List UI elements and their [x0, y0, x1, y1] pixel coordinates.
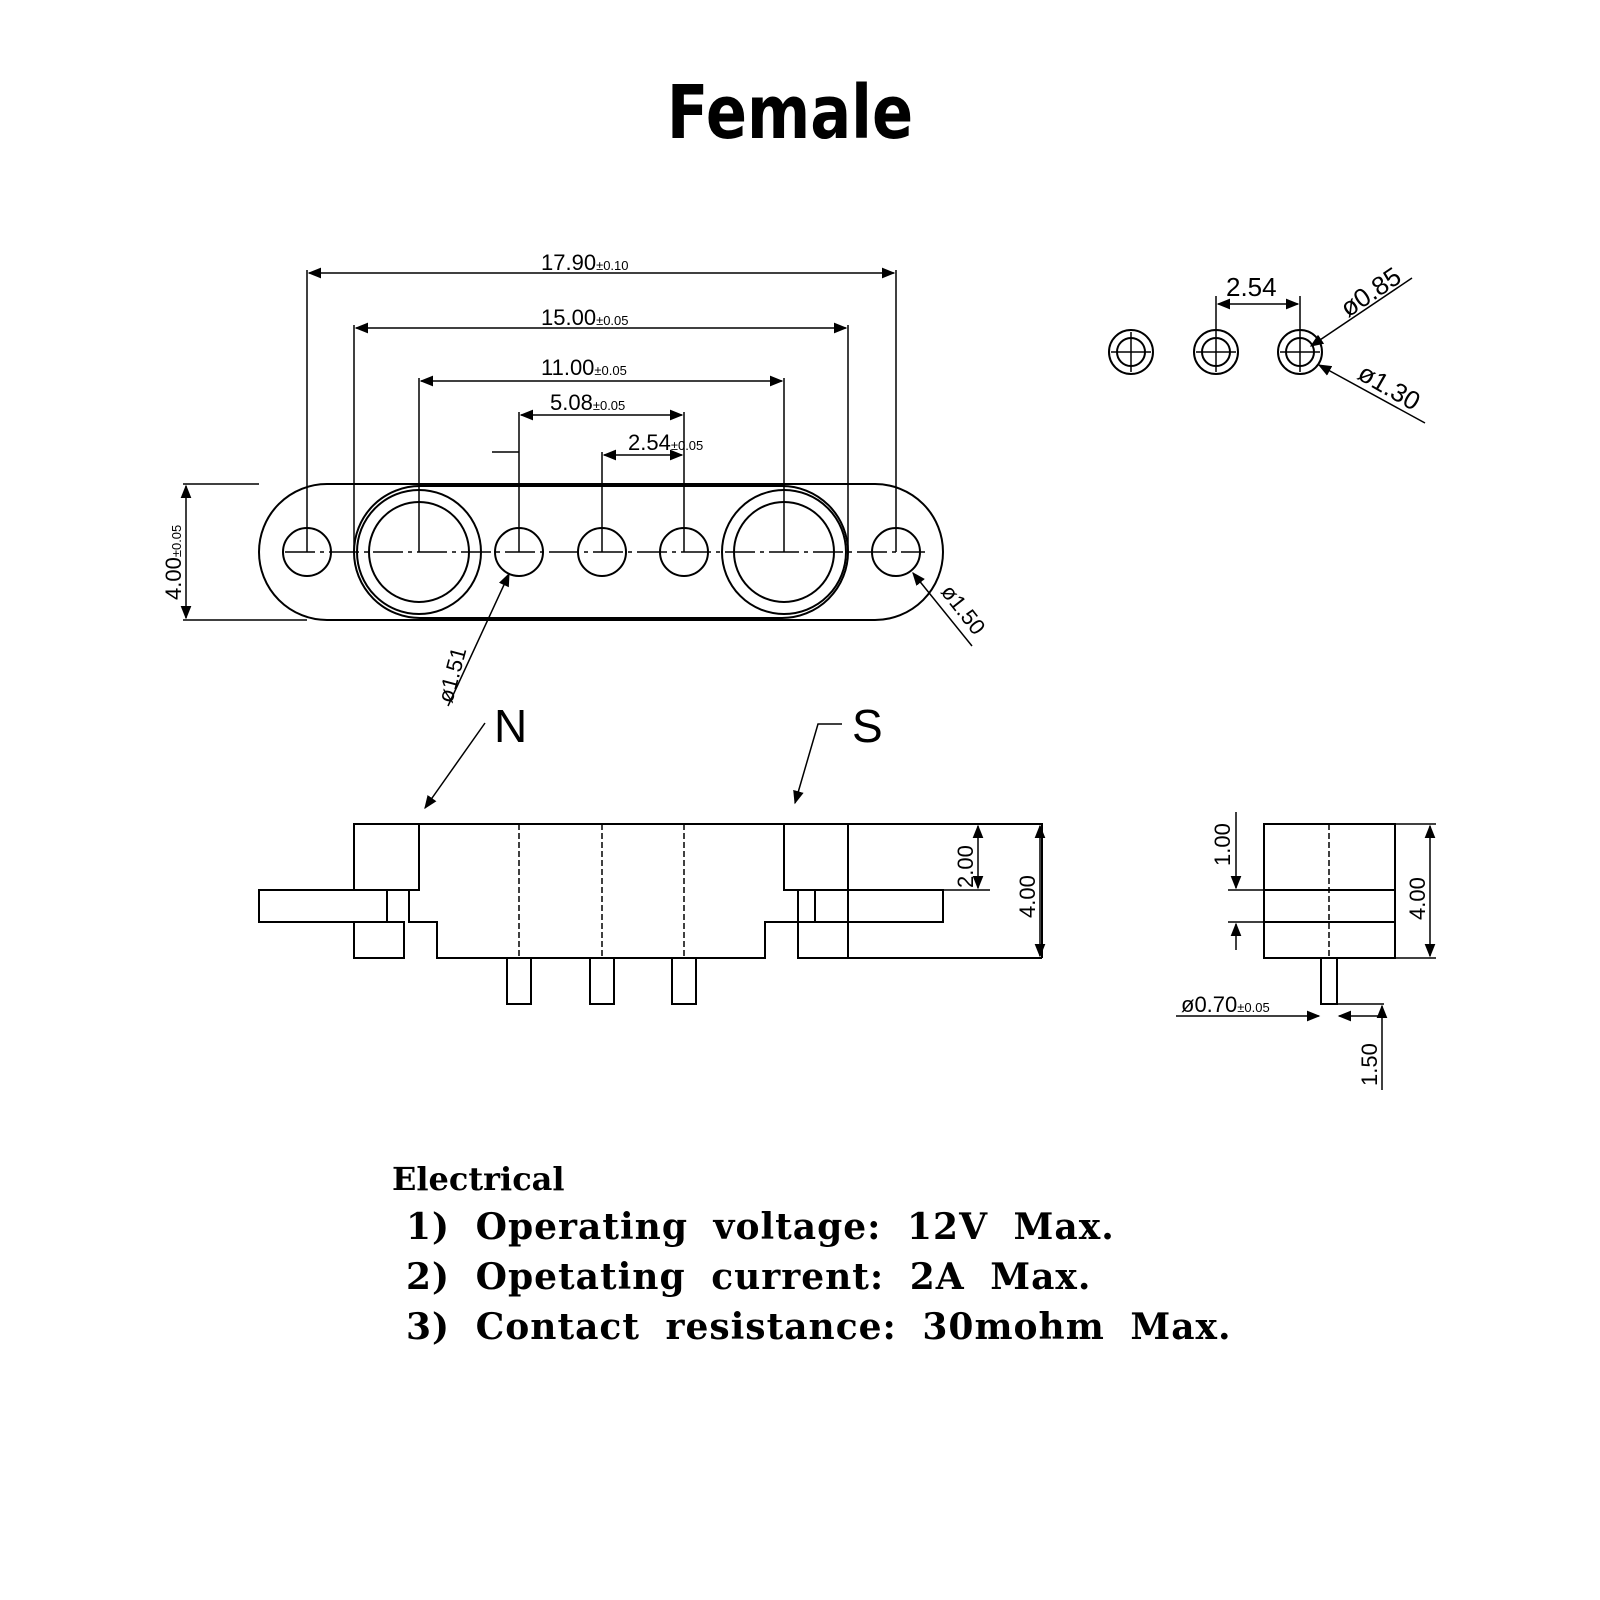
pin-span-dim-value: 5.08	[550, 390, 593, 415]
pcb-pitch-label: 2.54	[1226, 272, 1277, 302]
top-view	[180, 267, 973, 707]
pcb-hole-1	[1108, 329, 1154, 375]
spec-resistance: 3) Contact resistance: 30mohm Max.	[406, 1306, 1232, 1348]
top-view-labels: 17.90±0.10 15.00±0.05 11.00±0.05 5.08±0.…	[161, 250, 990, 705]
arrow-south	[793, 723, 842, 805]
pin-1	[506, 957, 532, 1005]
height-dim-tol: ±0.05	[169, 525, 184, 557]
right-block-bottom	[797, 921, 849, 959]
arrow-north	[424, 722, 486, 810]
spec-current: 2) Opetating current: 2A Max.	[406, 1256, 1092, 1298]
svg-text:4.00±0.05: 4.00±0.05	[161, 525, 186, 600]
pcb-hole-2	[1193, 329, 1239, 375]
end-height-dim-label: 4.00	[1405, 877, 1430, 920]
pcb-outer-dia-label: ø1.30	[1353, 357, 1426, 416]
leader-pin-hole	[447, 572, 510, 707]
end-view-labels: 1.00 4.00 ø0.70±0.05 1.50	[1181, 823, 1430, 1086]
side-height-dim-label: 4.00	[1015, 875, 1040, 918]
right-block-top	[783, 823, 849, 891]
pin-pitch-dim-tol: ±0.05	[671, 438, 703, 453]
side-view	[258, 722, 1046, 1005]
page-title: Female	[666, 70, 914, 156]
connector-body-outline	[258, 483, 944, 621]
end-pin	[1320, 957, 1338, 1005]
leader-inner-dia	[1309, 277, 1413, 347]
pcb-view-labels: 2.54 ø0.85 ø1.30	[1226, 261, 1426, 417]
electrical-specs: Electrical 1) Operating voltage: 12V Max…	[392, 1160, 1232, 1352]
north-label: N	[494, 700, 527, 752]
overall-dim-value: 17.90	[541, 250, 596, 275]
pin-pitch-dim-value: 2.54	[628, 430, 671, 455]
pin-dia-tol: ±0.05	[1237, 1000, 1269, 1015]
magnet-center-dim-tol: ±0.05	[594, 363, 626, 378]
pcb-inner-dia-label: ø0.85	[1335, 261, 1407, 323]
pcb-hole-3	[1277, 329, 1323, 375]
leader-mount-hole	[912, 571, 973, 647]
pin-length-dim-label: 1.50	[1357, 1043, 1382, 1086]
svg-text:ø0.70±0.05: ø0.70±0.05	[1181, 992, 1270, 1017]
pin-hole-dia-label: ø1.51	[433, 644, 472, 705]
left-block-bottom	[353, 921, 405, 959]
pin-span-dim-tol: ±0.05	[593, 398, 625, 413]
spec-voltage: 1) Operating voltage: 12V Max.	[406, 1206, 1115, 1248]
end-view	[1176, 812, 1436, 1090]
side-view-labels: N S 2.00 4.00	[494, 700, 1040, 918]
pin-2	[589, 957, 615, 1005]
height-dim-value: 4.00	[161, 557, 186, 600]
overall-dim-tol: ±0.10	[596, 258, 628, 273]
magnet-center-dim-value: 11.00	[541, 355, 594, 380]
svg-text:2.54±0.05: 2.54±0.05	[628, 430, 703, 455]
left-block-top	[353, 823, 420, 891]
mount-hole-dia-label: ø1.50	[936, 580, 990, 640]
svg-text:11.00±0.05: 11.00±0.05	[541, 355, 627, 380]
pcb-hole-view	[1108, 277, 1426, 424]
svg-text:15.00±0.05: 15.00±0.05	[541, 305, 629, 330]
electrical-heading: Electrical	[392, 1160, 565, 1198]
outer-magnet-dim-value: 15.00	[541, 305, 596, 330]
south-label: S	[852, 700, 883, 752]
pin-dia-value: ø0.70	[1181, 992, 1237, 1017]
flange-dim-label: 2.00	[953, 845, 978, 888]
svg-text:17.90±0.10: 17.90±0.10	[541, 250, 629, 275]
leader-outer-dia	[1317, 364, 1426, 424]
outer-magnet-dim-tol: ±0.05	[596, 313, 628, 328]
left-flange	[258, 889, 388, 923]
right-flange	[814, 889, 944, 923]
pin-3	[671, 957, 697, 1005]
svg-text:5.08±0.05: 5.08±0.05	[550, 390, 625, 415]
end-top-dim-label: 1.00	[1210, 823, 1235, 866]
